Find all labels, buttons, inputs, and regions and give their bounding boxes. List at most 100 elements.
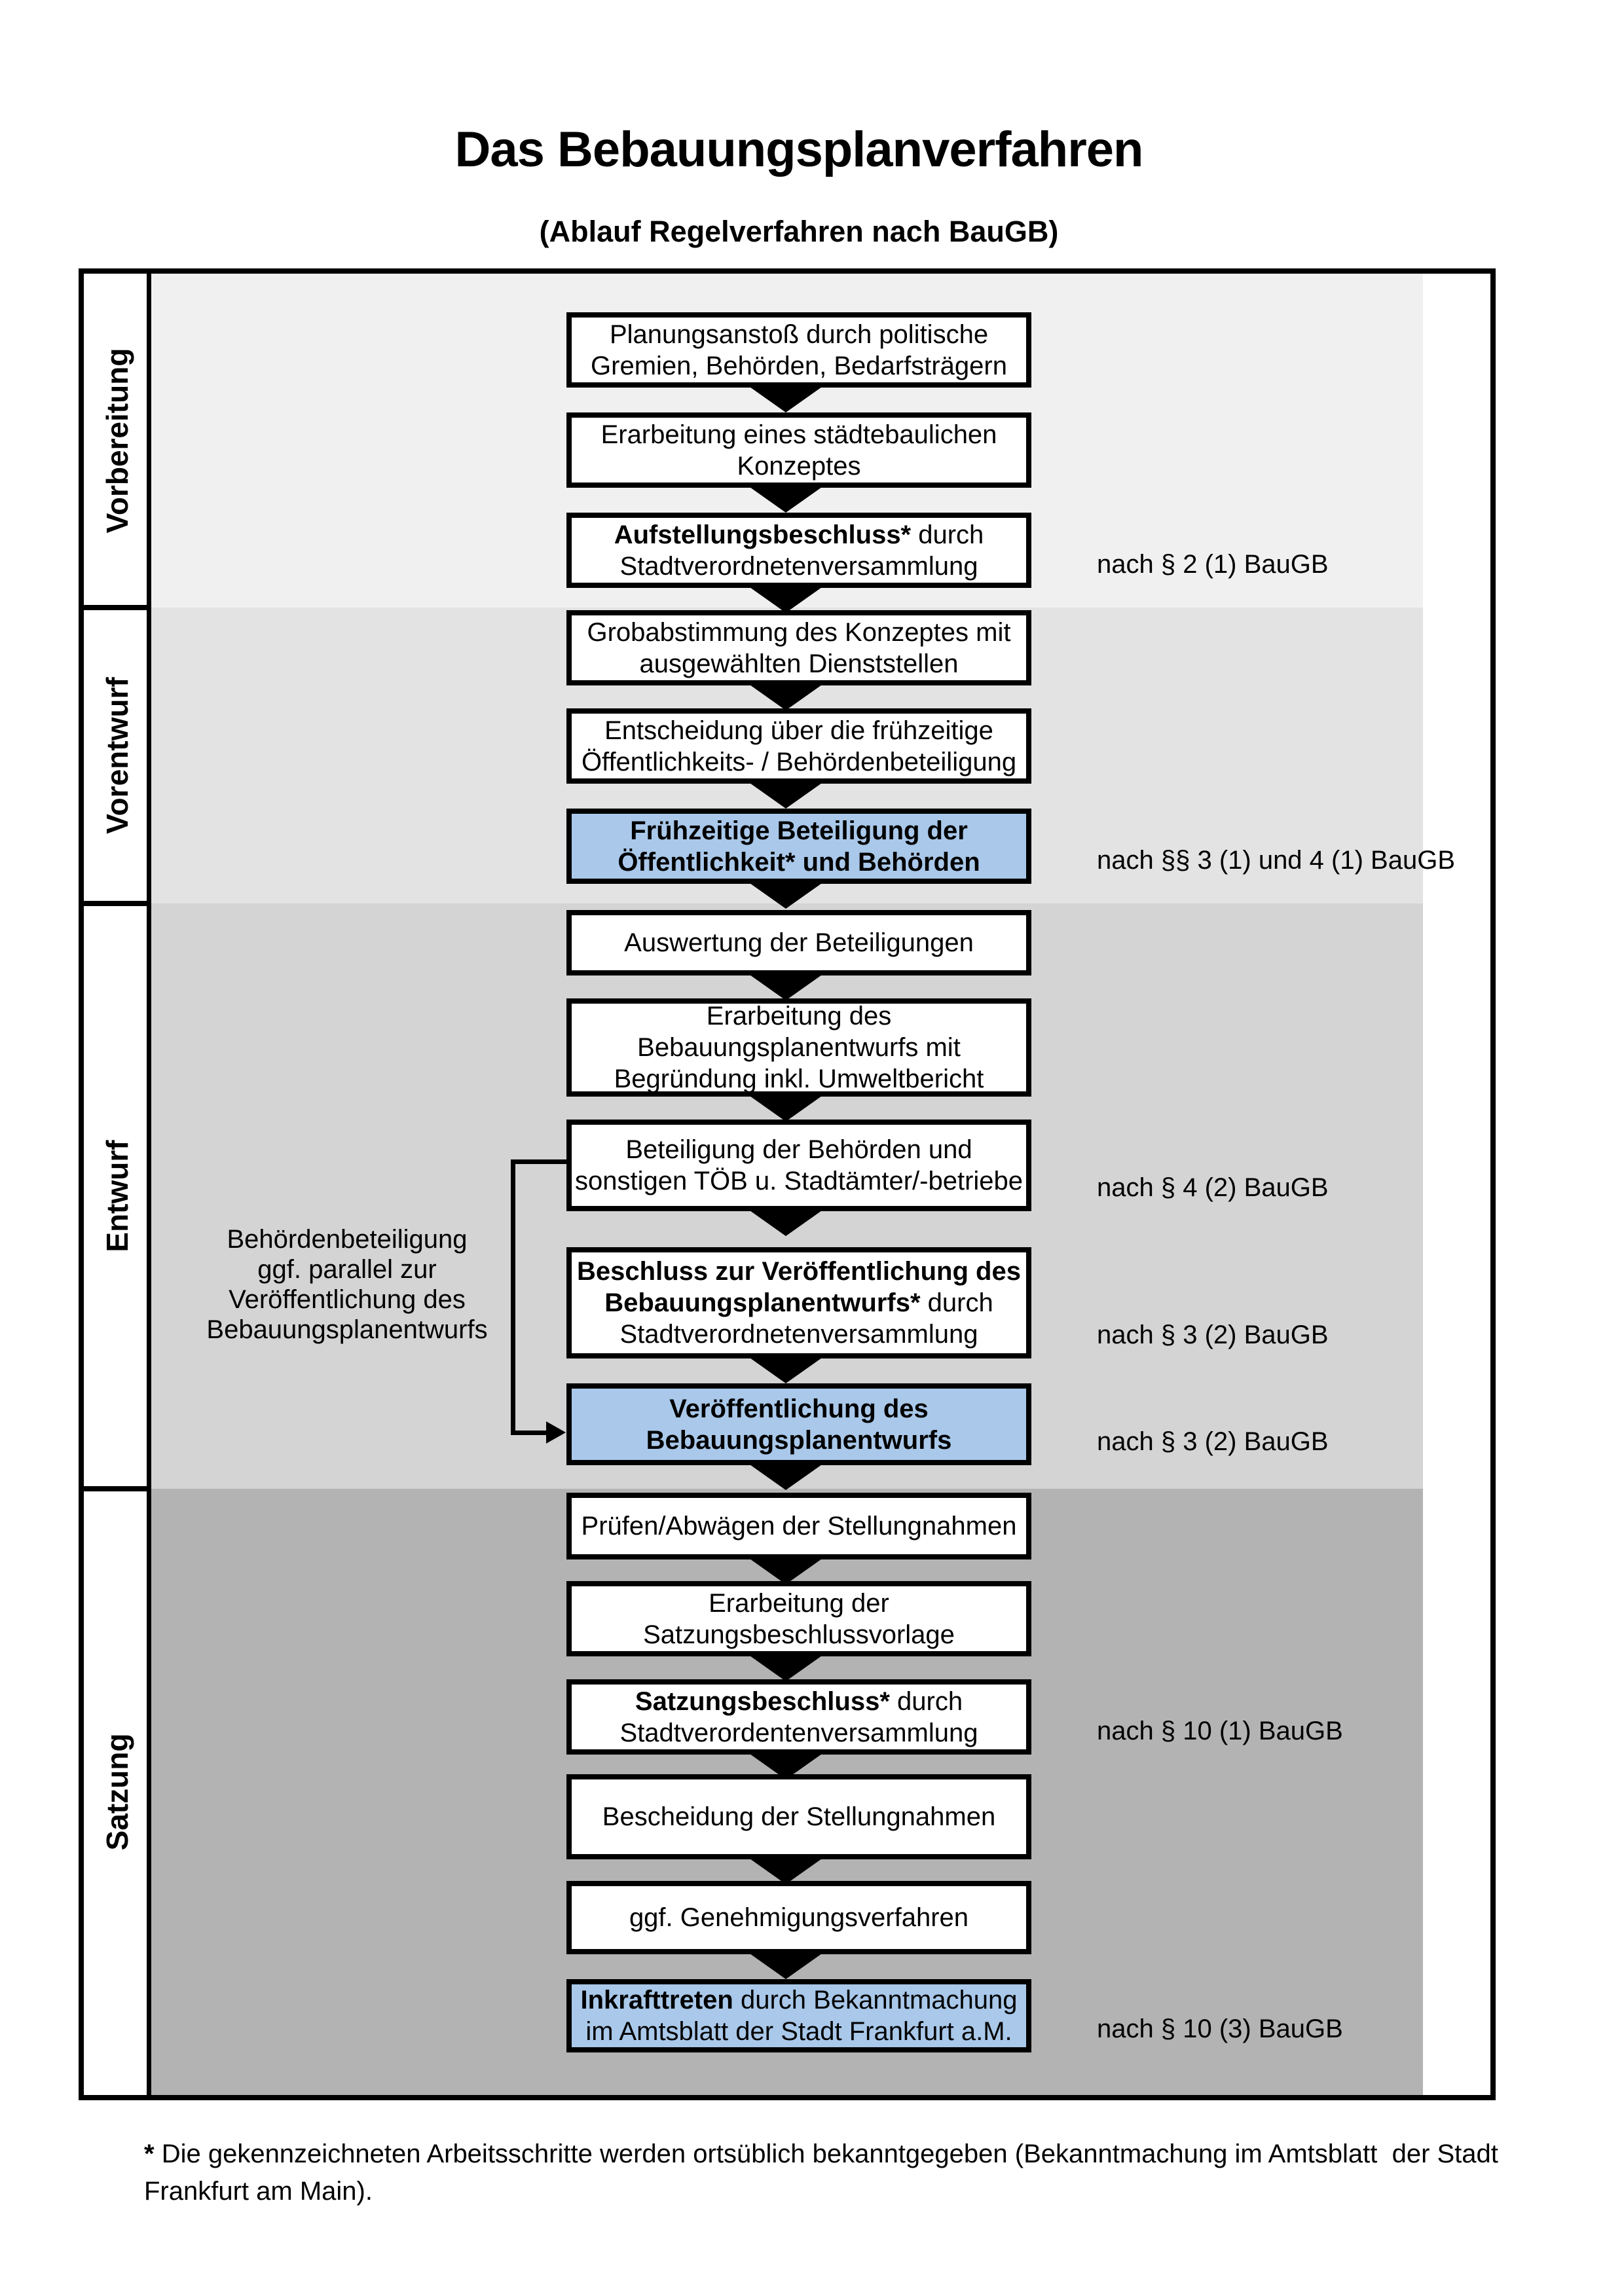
flow-step-text: Beteiligung der Behörden und bbox=[625, 1135, 972, 1164]
legal-reference: nach § 4 (2) BauGB bbox=[1097, 1173, 1329, 1202]
parallel-branch-line bbox=[511, 1430, 548, 1435]
flow-step-line: Grobabstimmung des Konzeptes mit bbox=[587, 617, 1011, 648]
flow-step-line: sonstigen TÖB u. Stadtämter/-betriebe bbox=[575, 1165, 1023, 1197]
legal-reference: nach § 10 (3) BauGB bbox=[1097, 2014, 1343, 2043]
flow-step-line: Konzeptes bbox=[737, 450, 860, 482]
flow-step-text: Veröffentlichung des bbox=[669, 1394, 929, 1423]
down-arrow-icon bbox=[743, 1651, 828, 1681]
down-arrow-icon bbox=[743, 879, 828, 909]
flow-step-text: durch bbox=[911, 520, 984, 549]
flow-step-text: Erarbeitung eines städtebaulichen bbox=[600, 420, 997, 449]
down-arrow-icon bbox=[743, 583, 828, 613]
parallel-note-line: ggf. parallel zur bbox=[257, 1255, 437, 1284]
flow-step-text: durch bbox=[889, 1686, 963, 1716]
flow-step-12: Prüfen/Abwägen der Stellungnahmen bbox=[566, 1493, 1031, 1559]
down-arrow-icon bbox=[743, 1091, 828, 1121]
flow-step-text: Öffentlichkeits- / Behördenbeteiligung bbox=[581, 747, 1017, 776]
flow-step-text: sonstigen TÖB u. Stadtämter/-betriebe bbox=[574, 1167, 1024, 1195]
phase-divider bbox=[84, 901, 151, 906]
down-arrow-icon bbox=[743, 680, 828, 710]
flow-step-text: Stadtverordnetenversammlung bbox=[619, 1320, 978, 1349]
parallel-note-line: Bebauungsplanentwurfs bbox=[206, 1315, 488, 1344]
flow-step-line: im Amtsblatt der Stadt Frankfurt a.M. bbox=[585, 2016, 1012, 2047]
down-arrow-icon bbox=[743, 382, 828, 412]
flow-step-line: Bebauungsplanentwurfs mit bbox=[637, 1032, 961, 1063]
page-title: Das Bebauungsplanverfahren bbox=[454, 122, 1144, 177]
footnote: * Die gekennzeichneten Arbeitsschritte w… bbox=[144, 2136, 1532, 2210]
legal-reference: nach §§ 3 (1) und 4 (1) BauGB bbox=[1097, 846, 1455, 875]
flow-step-line: Begründung inkl. Umweltbericht bbox=[614, 1063, 984, 1095]
flow-step-text: Konzeptes bbox=[737, 451, 861, 481]
flow-step-line: Beschluss zur Veröffentlichung des bbox=[577, 1256, 1021, 1287]
flow-step-text: Bescheidung der Stellungnahmen bbox=[602, 1802, 996, 1831]
flow-step-line: Gremien, Behörden, Bedarfsträgern bbox=[591, 350, 1007, 382]
down-arrow-icon bbox=[743, 1949, 828, 1979]
flow-step-text: Prüfen/Abwägen der Stellungnahmen bbox=[581, 1512, 1017, 1540]
down-arrow-icon bbox=[743, 1460, 828, 1490]
flow-step-line: Stadtverordentenversammlung bbox=[620, 1717, 978, 1749]
flow-step-7: Auswertung der Beteiligungen bbox=[566, 910, 1031, 975]
flow-step-line: Auswertung der Beteiligungen bbox=[624, 927, 974, 958]
phase-label-satzung: Satzung bbox=[100, 1733, 134, 1851]
flow-step-line: Planungsanstoß durch politische bbox=[610, 319, 988, 350]
flow-step-text: Satzungsbeschlussvorlage bbox=[643, 1620, 955, 1649]
phase-label-vorbereitung: Vorbereitung bbox=[100, 348, 134, 534]
flow-step-text: Aufstellungsbeschluss* bbox=[614, 520, 912, 549]
flow-step-text: Bebauungsplanentwurfs bbox=[646, 1425, 952, 1455]
flow-step-text: Satzungsbeschluss* bbox=[635, 1686, 890, 1716]
down-arrow-icon bbox=[743, 483, 828, 513]
flow-step-text: Grobabstimmung des Konzeptes mit bbox=[587, 617, 1011, 647]
flow-step-line: ausgewählten Dienststellen bbox=[640, 648, 959, 680]
flow-step-text: Entscheidung über die frühzeitige bbox=[604, 716, 993, 745]
phase-label-vorentwurf: Vorentwurf bbox=[100, 677, 134, 834]
down-arrow-icon bbox=[743, 1206, 828, 1236]
phase-divider bbox=[84, 605, 151, 610]
flow-step-line: Satzungsbeschlussvorlage bbox=[643, 1619, 955, 1650]
flow-step-text: Frühzeitige Beteiligung der bbox=[630, 816, 968, 845]
flow-step-text: im Amtsblatt der Stadt Frankfurt a.M. bbox=[585, 2017, 1012, 2046]
down-arrow-icon bbox=[743, 1854, 828, 1884]
phase-divider bbox=[84, 1486, 151, 1491]
down-arrow-icon bbox=[743, 778, 828, 809]
flow-step-text: Gremien, Behörden, Bedarfsträgern bbox=[591, 351, 1007, 380]
down-arrow-icon bbox=[743, 970, 828, 1000]
down-arrow-icon bbox=[743, 1554, 828, 1584]
flow-step-line: Öffentlichkeit* und Behörden bbox=[618, 847, 980, 878]
legal-reference: nach § 3 (2) BauGB bbox=[1097, 1427, 1329, 1456]
flow-step-text: durch Bekanntmachung bbox=[733, 1986, 1018, 2014]
flow-step-line: Bebauungsplanentwurfs bbox=[646, 1425, 952, 1456]
phase-label-entwurf: Entwurf bbox=[100, 1140, 134, 1252]
right-arrow-icon bbox=[546, 1421, 566, 1444]
flow-step-text: durch bbox=[920, 1288, 993, 1317]
flow-step-text: ausgewählten Dienststellen bbox=[639, 649, 959, 678]
flow-step-text: Öffentlichkeit* und Behörden bbox=[618, 847, 980, 877]
flow-step-line: Öffentlichkeits- / Behördenbeteiligung bbox=[581, 746, 1016, 778]
phase-label-column bbox=[84, 274, 151, 2095]
flow-step-text: Erarbeitung des bbox=[706, 1002, 892, 1030]
flow-step-text: Inkrafttreten bbox=[580, 1986, 733, 2014]
flow-step-line: Stadtverordnetenversammlung bbox=[620, 1319, 978, 1350]
flow-step-text: Stadtverordnetenversammlung bbox=[619, 551, 978, 581]
flow-step-line: Satzungsbeschluss* durch bbox=[635, 1686, 963, 1717]
flow-step-text: Planungsanstoß durch politische bbox=[609, 319, 989, 349]
flow-step-15: Bescheidung der Stellungnahmen bbox=[566, 1774, 1031, 1859]
flow-step-line: Bescheidung der Stellungnahmen bbox=[602, 1801, 995, 1832]
page-subtitle: (Ablauf Regelverfahren nach BauGB) bbox=[539, 215, 1059, 248]
flow-step-line: Beteiligung der Behörden und bbox=[625, 1134, 972, 1165]
flow-step-text: ggf. Genehmigungsverfahren bbox=[629, 1903, 969, 1932]
flow-step-line: Inkrafttreten durch Bekanntmachung bbox=[580, 1984, 1017, 2016]
flow-step-9: Beteiligung der Behörden und sonstigen TÖ… bbox=[566, 1120, 1031, 1211]
flow-step-line: Aufstellungsbeschluss* durch bbox=[614, 519, 984, 551]
flow-step-line: Frühzeitige Beteiligung der bbox=[630, 815, 968, 847]
